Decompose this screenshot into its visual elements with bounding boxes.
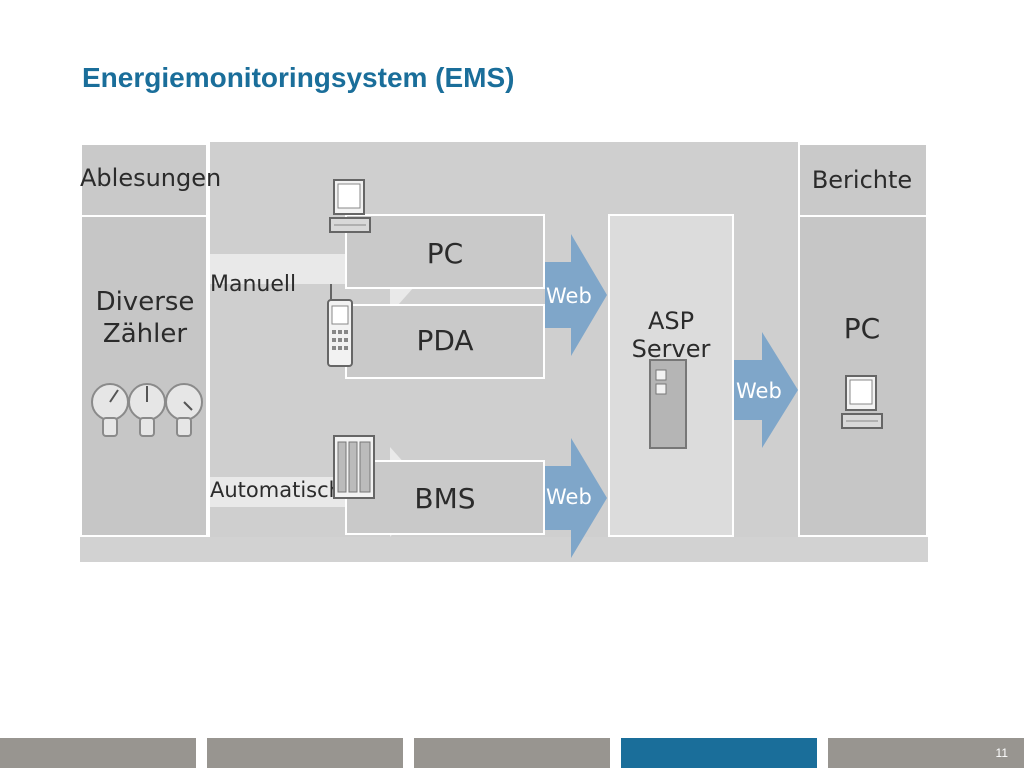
bms-box-label: BMS xyxy=(414,482,476,515)
left-header-label: Ablesungen xyxy=(80,164,222,192)
footer-segment-3 xyxy=(414,738,610,768)
server-icon xyxy=(649,359,687,449)
meter-gauges-icon xyxy=(91,383,203,437)
bms-device-icon xyxy=(333,435,375,499)
web-arrow-3-shape xyxy=(734,332,798,448)
pc-box-label: PC xyxy=(426,237,464,270)
diagram-bottom-strip xyxy=(80,537,928,562)
web-arrow-1-shape xyxy=(545,234,607,356)
footer-segment-2 xyxy=(207,738,403,768)
arrow-label-manual: Manuell xyxy=(210,272,297,297)
page-title: Energiemonitoringsystem (EMS) xyxy=(82,62,515,93)
pda-icon xyxy=(327,284,353,367)
web-label-1: Web xyxy=(546,284,592,308)
web-arrow-2-shape xyxy=(545,438,607,558)
ems-diagram: Ablesungen Diverse Zähler Manuell Automa… xyxy=(80,142,928,562)
bms-box xyxy=(345,460,545,535)
pda-box xyxy=(345,304,545,379)
web-label-3: Web xyxy=(736,379,782,403)
left-body-panel xyxy=(82,217,208,535)
footer-segment-4-active xyxy=(621,738,817,768)
right-body-label: PC xyxy=(843,312,881,345)
pda-box-label: PDA xyxy=(416,324,474,357)
asp-server-label: ASP Server xyxy=(631,307,711,363)
footer-segment-1 xyxy=(0,738,196,768)
left-body-label-1: Diverse xyxy=(95,287,195,317)
footer-segment-5 xyxy=(828,738,1024,768)
left-body-label-2: Zähler xyxy=(102,319,188,349)
arrow-label-auto: Automatisch xyxy=(210,478,342,502)
report-computer-icon xyxy=(841,375,883,429)
page-number: 11 xyxy=(995,746,1008,760)
right-header-panel xyxy=(798,145,926,215)
web-label-2: Web xyxy=(546,485,592,509)
computer-icon xyxy=(329,179,371,233)
manual-arrow-shape xyxy=(210,224,430,314)
left-header-panel xyxy=(82,145,208,215)
right-header-label: Berichte xyxy=(811,166,913,194)
pc-box xyxy=(345,214,545,289)
auto-arrow-shape xyxy=(210,447,430,537)
